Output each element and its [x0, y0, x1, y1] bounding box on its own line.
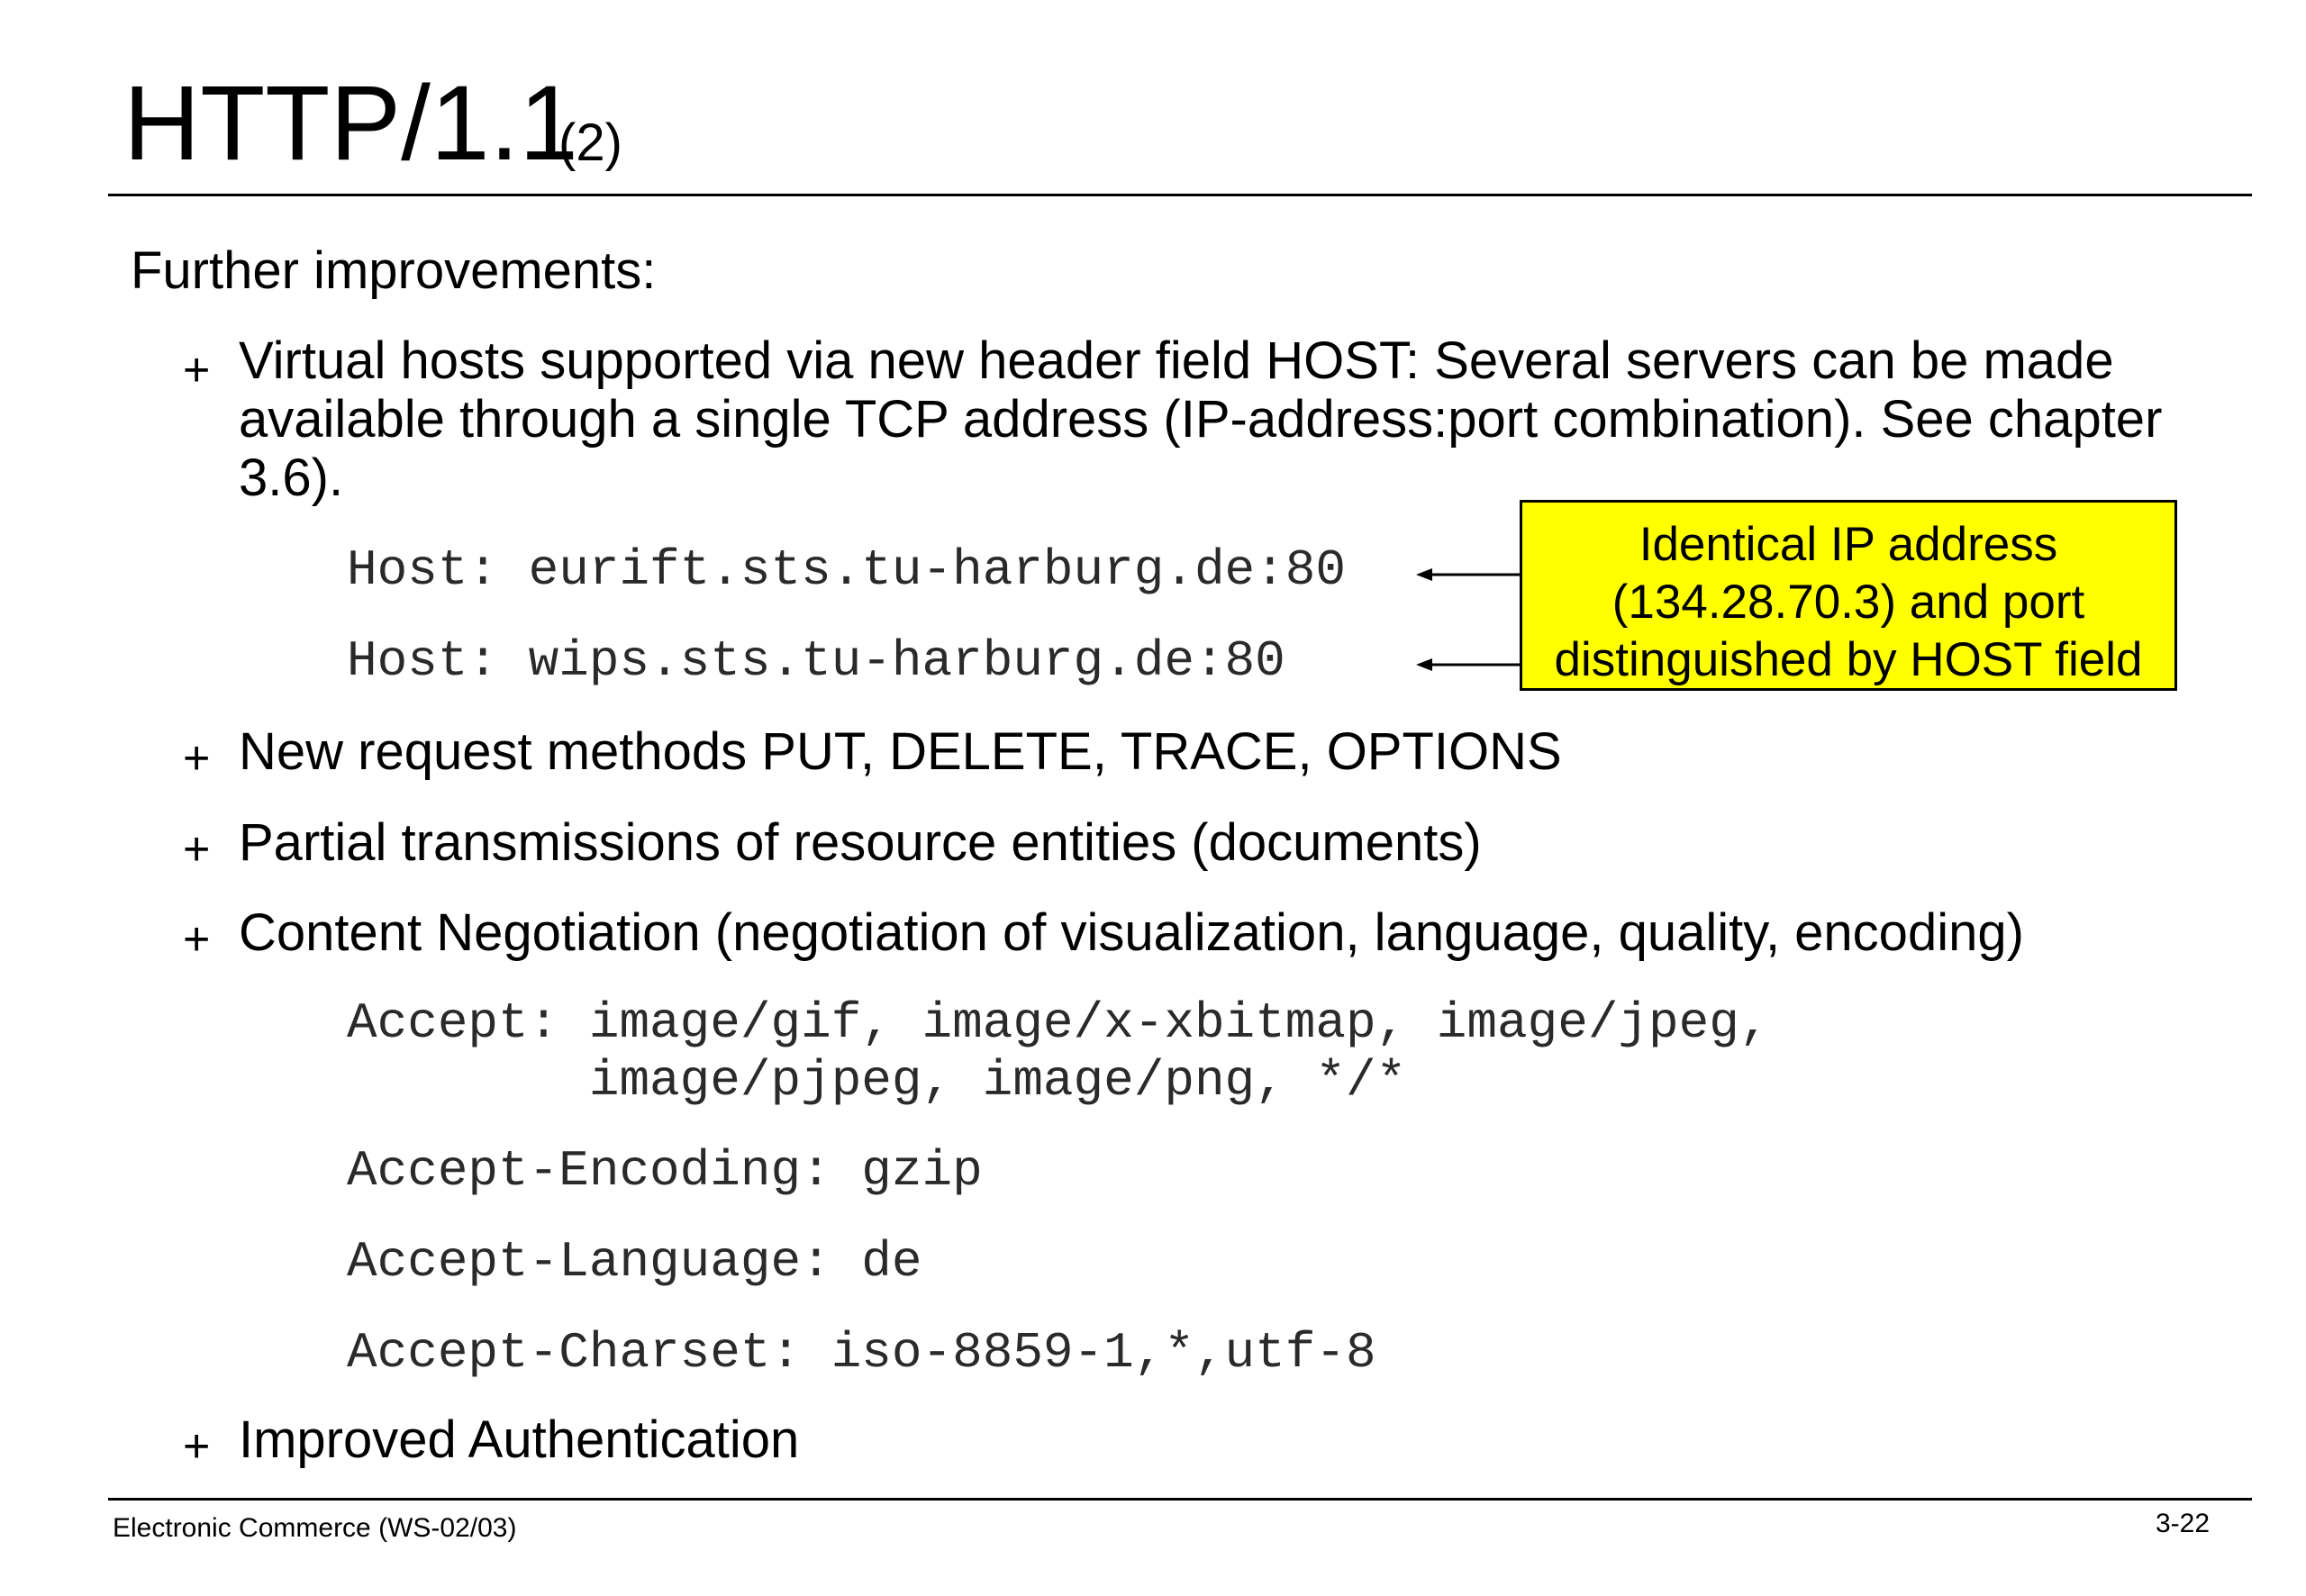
- title-divider: [108, 194, 2252, 196]
- arrow-to-host-eurift: [1416, 568, 1520, 581]
- code-line-accept-encoding: Accept-Encoding: gzip: [347, 1142, 983, 1200]
- slide-title-suffix: (2): [558, 113, 622, 172]
- bullet-item-partial-transmissions: Partial transmissions of resource entiti…: [239, 813, 1482, 872]
- bullet-item-request-methods: New request methods PUT, DELETE, TRACE, …: [239, 722, 1562, 781]
- footer-course: Electronic Commerce (WS-02/03): [113, 1513, 517, 1543]
- callout-line-3: distinguished by HOST field: [1554, 633, 2143, 686]
- slide-title: HTTP/1.1: [123, 64, 578, 183]
- code-line-accept: Accept: image/gif, image/x-xbitmap, imag…: [347, 994, 1770, 1052]
- bullet-marker: +: [183, 913, 211, 966]
- footer-page-number: 3-22: [2156, 1509, 2211, 1538]
- callout-line-1: Identical IP address: [1639, 518, 2058, 571]
- intro-text: Further improvements:: [131, 241, 657, 300]
- code-line-host-wips: Host: wips.sts.tu-harburg.de:80: [347, 632, 1285, 690]
- arrow-to-host-wips: [1416, 658, 1520, 671]
- callout-box: Identical IP address (134.28.70.3) and p…: [1520, 500, 2177, 691]
- code-line-accept-continued: image/pjpeg, image/png, */*: [347, 1052, 1407, 1110]
- bullet-marker: +: [183, 823, 211, 875]
- bullet-item-virtual-hosts: Virtual hosts supported via new header f…: [239, 331, 2163, 507]
- code-line-host-eurift: Host: eurift.sts.tu-harburg.de:80: [347, 541, 1346, 599]
- bullet-item-content-negotiation: Content Negotiation (negotiation of visu…: [239, 903, 2024, 962]
- footer-divider: [108, 1498, 2252, 1501]
- bullet-item-authentication: Improved Authentication: [239, 1410, 800, 1469]
- callout-line-2: (134.28.70.3) and port: [1611, 576, 2085, 629]
- bullet-marker: +: [183, 1420, 211, 1473]
- bullet-marker: +: [183, 344, 211, 396]
- code-line-accept-charset: Accept-Charset: iso-8859-1,*,utf-8: [347, 1324, 1376, 1382]
- bullet-marker: +: [183, 732, 211, 784]
- code-line-accept-language: Accept-Language: de: [347, 1233, 922, 1291]
